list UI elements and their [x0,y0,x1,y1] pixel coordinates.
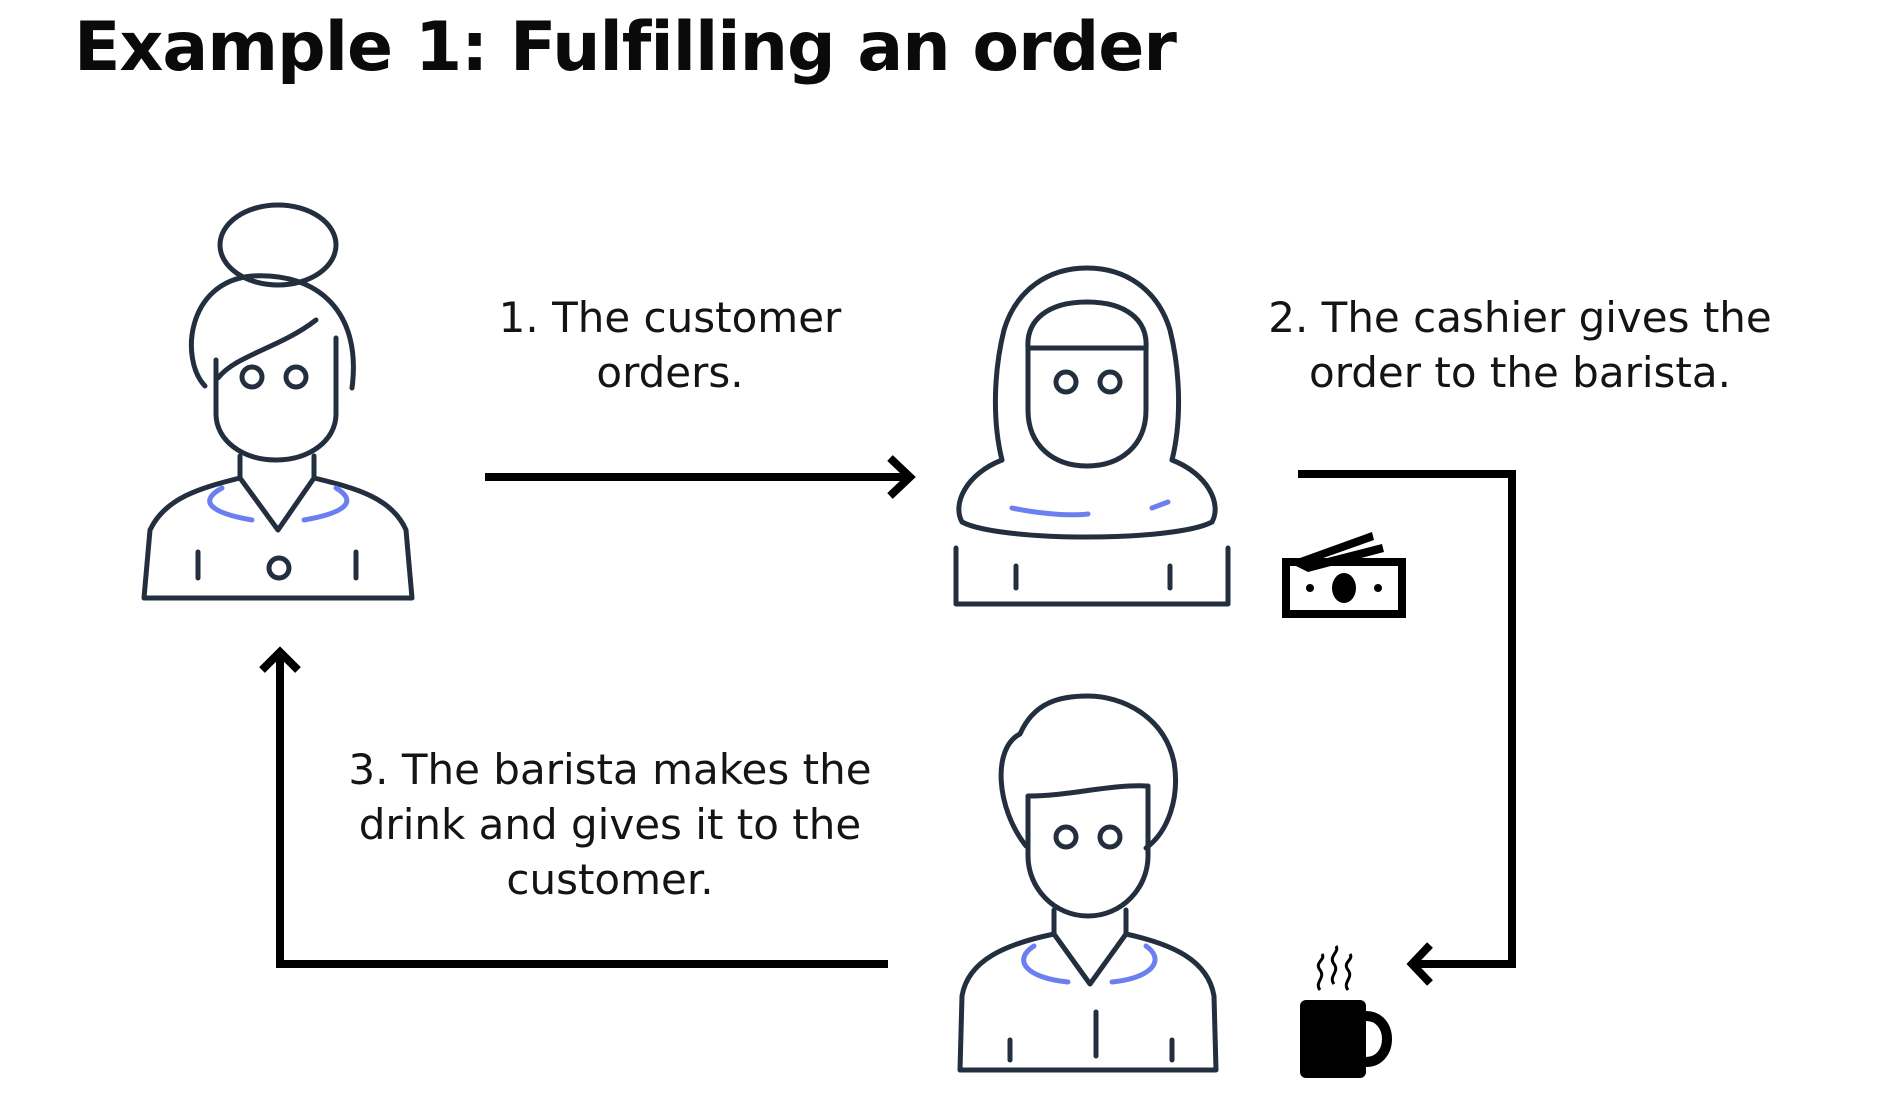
step-1-line-1: 1. The customer [498,293,842,342]
cashier-icon [953,265,1231,607]
money-icon [1282,532,1406,618]
step-2-line-1: 2. The cashier gives the [1268,293,1772,342]
step-3-line-1: 3. The barista makes the [348,745,872,794]
arrow-barista-to-customer [259,646,888,968]
arrow-customer-to-cashier [485,455,916,499]
page-title: Example 1: Fulfilling an order [74,8,1177,87]
step-1-label: 1. The customer orders. [470,290,870,400]
step-3-label: 3. The barista makes the drink and gives… [340,742,880,907]
step-2-label: 2. The cashier gives the order to the ba… [1260,290,1780,400]
barista-icon [957,693,1219,1073]
step-1-line-2: orders. [596,348,744,397]
barista-collar [1021,943,1158,985]
coffee-mug-icon [1300,945,1392,1078]
arrow-cashier-to-barista [1298,470,1516,986]
step-3-line-2: drink and gives it to the [358,800,862,849]
cashier-collar [1009,499,1171,518]
customer-icon [141,202,415,601]
step-3-line-3: customer. [506,855,714,904]
step-2-line-2: order to the barista. [1309,348,1731,397]
customer-collar [207,485,350,523]
